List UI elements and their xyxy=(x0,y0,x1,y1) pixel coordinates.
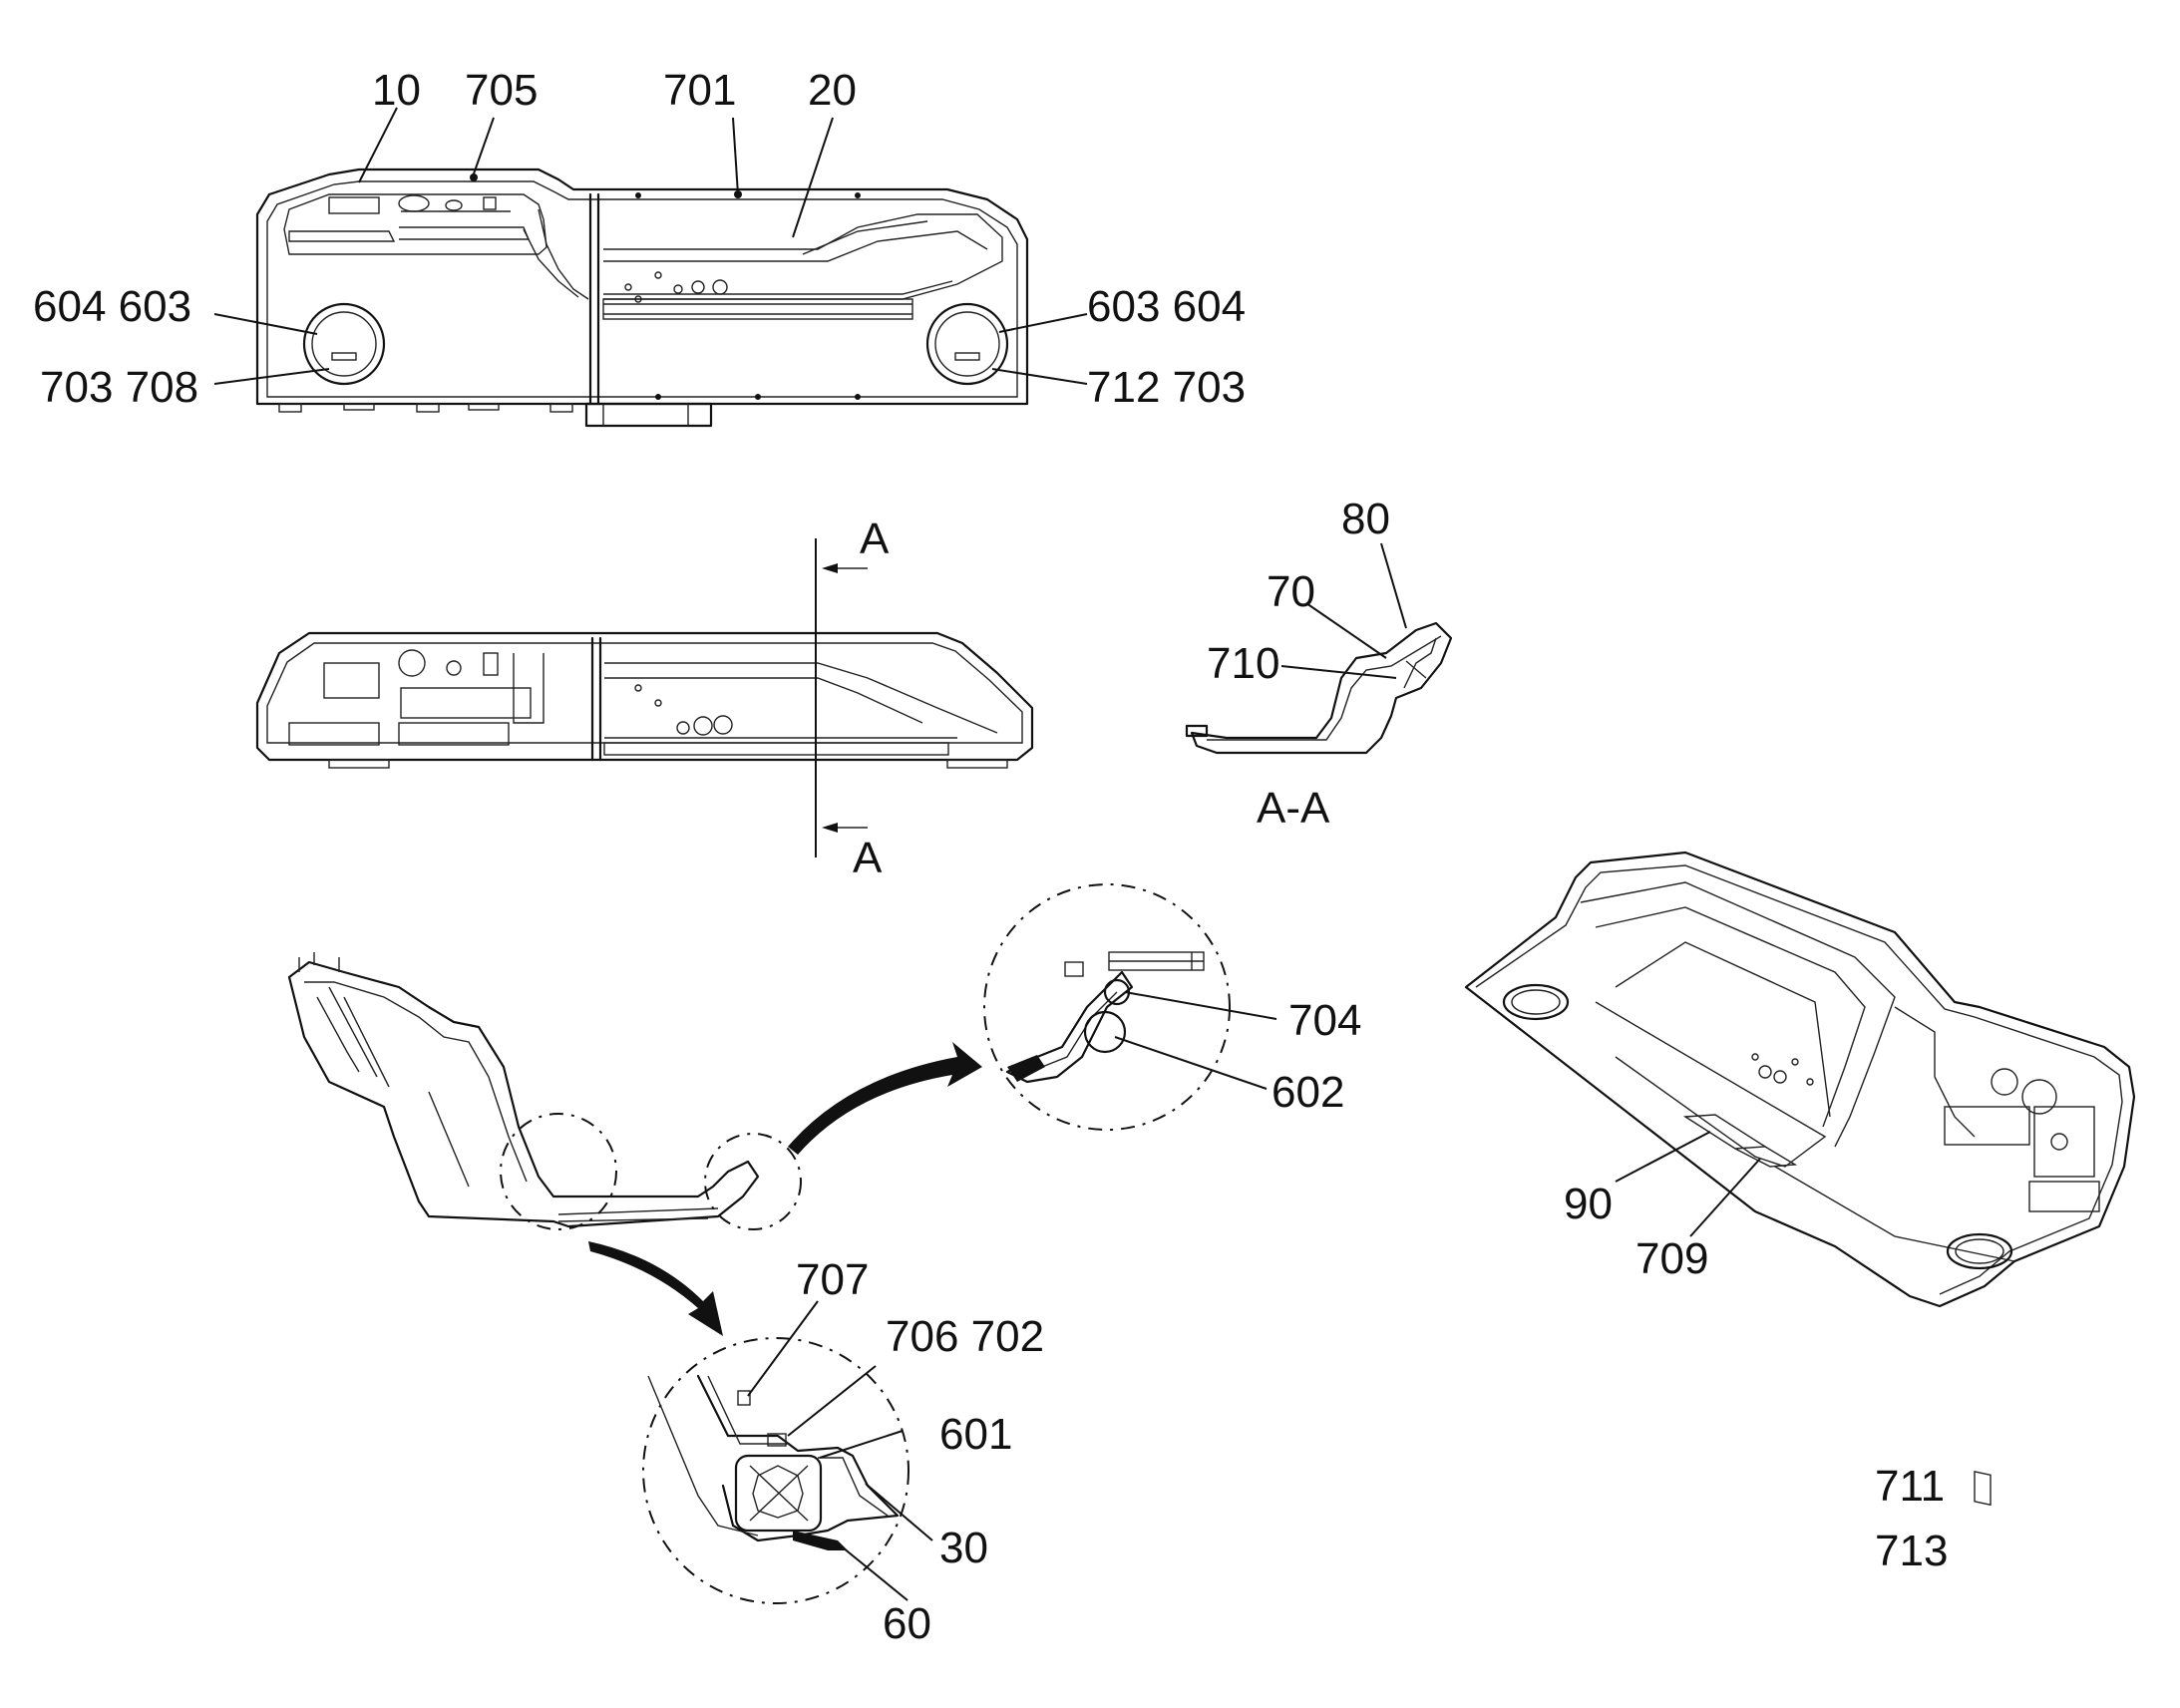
label-602: 602 xyxy=(1272,1068,1344,1117)
leaders-fig3 xyxy=(1280,542,1407,679)
leaders-fig5 xyxy=(1615,1131,1761,1237)
detail-view-upper xyxy=(983,883,1231,1131)
label-604-603-left: 604 603 xyxy=(33,282,191,331)
label-10: 10 xyxy=(372,66,421,115)
label-707: 707 xyxy=(796,1255,869,1304)
label-603-604-right: 603 604 xyxy=(1087,282,1246,331)
section-aa-view xyxy=(1185,621,1453,755)
label-section-A-bottom: A xyxy=(853,834,883,882)
label-70: 70 xyxy=(1267,567,1315,616)
label-703-708-left: 703 708 xyxy=(40,363,198,412)
label-20: 20 xyxy=(808,66,857,115)
label-712-703-right: 712 703 xyxy=(1087,363,1246,412)
label-30: 30 xyxy=(939,1524,988,1572)
label-709: 709 xyxy=(1635,1234,1708,1283)
perspective-view-assembly xyxy=(1464,851,2136,1507)
label-90: 90 xyxy=(1564,1180,1613,1228)
label-704: 704 xyxy=(1288,996,1361,1045)
reference-labels: 10 705 701 20 604 603 703 708 603 604 71… xyxy=(33,66,1948,1648)
leaders-detail-upper xyxy=(1114,991,1277,1090)
cross-section-perspective xyxy=(287,952,802,1230)
label-713: 713 xyxy=(1875,1527,1948,1575)
label-705: 705 xyxy=(465,66,538,115)
label-711: 711 xyxy=(1875,1462,1945,1511)
label-601: 601 xyxy=(939,1410,1012,1459)
label-80: 80 xyxy=(1341,495,1390,543)
front-view-assembly xyxy=(255,168,1029,428)
leaders-detail-lower xyxy=(747,1300,933,1601)
leaders-fig1 xyxy=(213,107,1088,385)
label-60: 60 xyxy=(883,1599,931,1648)
detail-arrows xyxy=(588,1042,982,1336)
label-section-A-top: A xyxy=(860,514,890,563)
detail-view-lower xyxy=(642,1337,909,1604)
label-710: 710 xyxy=(1207,639,1279,688)
label-706-702: 706 702 xyxy=(886,1312,1044,1361)
label-701: 701 xyxy=(663,66,736,115)
section-line-A xyxy=(815,538,868,857)
rear-view-assembly xyxy=(255,631,1034,769)
label-section-AA: A-A xyxy=(1257,784,1330,833)
